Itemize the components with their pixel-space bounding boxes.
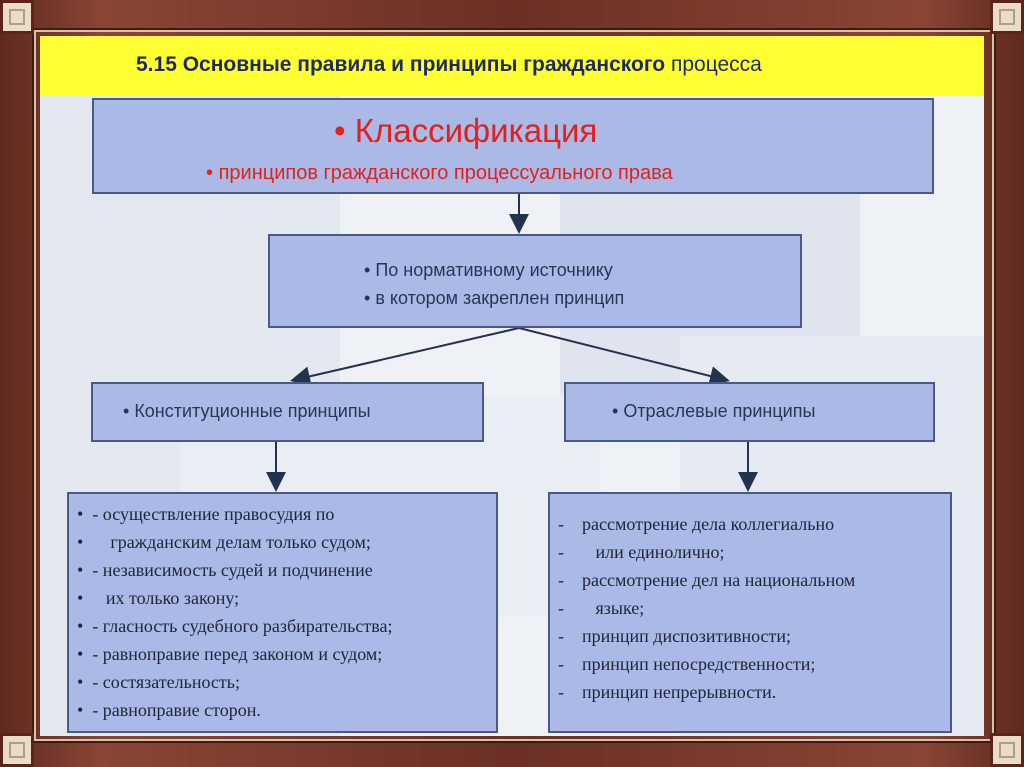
slide-title: 5.15 Основные правила и принципы граждан…	[136, 53, 762, 77]
list-item: - рассмотрение дел на национальном	[558, 570, 856, 590]
criterion-line-1: По нормативному источнику	[364, 260, 612, 281]
classification-box: Классификация принципов гражданского про…	[92, 98, 934, 194]
classification-subheading: принципов гражданского процессуального п…	[206, 162, 673, 185]
arrow-criterion-to-constitutional	[290, 327, 520, 387]
list-item: • - равноправие перед законом и судом;	[77, 644, 383, 664]
frame-inner-border	[34, 30, 994, 741]
connector-arrows	[266, 194, 758, 492]
list-item: - языке;	[558, 598, 645, 618]
slide-title-rest: процесса	[670, 53, 762, 76]
constitutional-principles-box: Конституционные принципы	[91, 382, 484, 442]
list-item: - принцип непрерывности.	[558, 682, 777, 702]
sectoral-principles-label: Отраслевые принципы	[612, 401, 815, 422]
list-item: • - гласность судебного разбирательства;	[77, 616, 393, 636]
slide: 5.15 Основные правила и принципы граждан…	[40, 36, 984, 736]
frame-corner-top-right	[990, 0, 1024, 34]
list-item: • - независимость судей и подчинение	[77, 560, 373, 580]
frame-corner-bottom-left	[0, 733, 34, 767]
list-item: • гражданским делам только судом;	[77, 532, 371, 552]
list-item: - рассмотрение дела коллегиально	[558, 514, 835, 534]
criterion-line-2: в котором закреплен принцип	[364, 288, 624, 309]
frame-corner-top-left	[0, 0, 34, 34]
title-bar: 5.15 Основные правила и принципы граждан…	[40, 36, 984, 96]
constitutional-principles-label: Конституционные принципы	[123, 401, 370, 422]
list-item: - или единолично;	[558, 542, 725, 562]
list-item: - принцип непосредственности;	[558, 654, 816, 674]
list-item: • - равноправие сторон.	[77, 700, 261, 720]
sectoral-principles-box: Отраслевые принципы	[564, 382, 935, 442]
list-item: • их только закону;	[77, 588, 240, 608]
constitutional-list: • - осуществление правосудия по • гражда…	[67, 492, 498, 733]
frame-corner-bottom-right	[990, 733, 1024, 767]
list-item: • - осуществление правосудия по	[77, 504, 335, 524]
classification-heading: Классификация	[334, 112, 598, 150]
sectoral-list: - рассмотрение дела коллегиально - или е…	[548, 492, 952, 733]
slide-title-bold: 5.15 Основные правила и принципы граждан…	[136, 53, 666, 76]
list-item: • - состязательность;	[77, 672, 240, 692]
arrow-criterion-to-sectoral	[518, 327, 730, 386]
criterion-box: По нормативному источнику в котором закр…	[268, 234, 802, 328]
list-item: - принцип диспозитивности;	[558, 626, 792, 646]
